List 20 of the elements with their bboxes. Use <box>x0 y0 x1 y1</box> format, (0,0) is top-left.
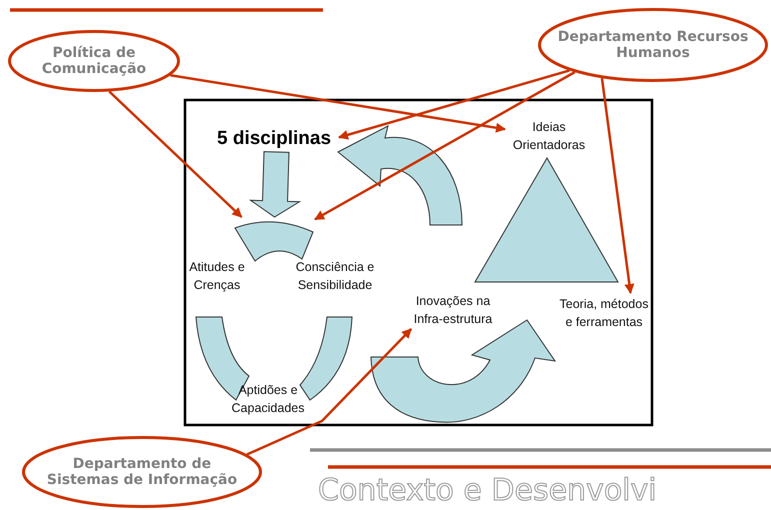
arrow <box>108 90 242 218</box>
diagram-label: Teoria, métodos e ferramentas <box>555 293 653 333</box>
diagram-label: Inovações na Infra-estrutura <box>403 291 503 329</box>
arrow <box>248 151 302 218</box>
arrow <box>246 328 412 456</box>
callout-ellipse <box>538 8 768 82</box>
diagram-label: Ideias Orientadoras <box>505 117 593 155</box>
diagram-label: Atitudes e Crenças <box>185 257 249 295</box>
callout-text: Departamento Recursos Humanos <box>556 28 750 62</box>
callout-text: Política de Comunicação <box>40 44 148 78</box>
heading-label: 5 disciplinas <box>217 128 339 152</box>
callout-ellipse <box>22 436 262 508</box>
footer-title: Contexto e Desenvolvi <box>318 474 657 508</box>
arrow <box>170 74 506 133</box>
arrow <box>338 69 570 140</box>
callout-ellipse <box>8 30 180 92</box>
callout-text: Departamento de Sistemas de Informação <box>46 456 238 488</box>
arrow <box>600 78 634 294</box>
diagram-label: Consciência e Sensibilidade <box>288 257 382 295</box>
arrow <box>314 71 576 220</box>
